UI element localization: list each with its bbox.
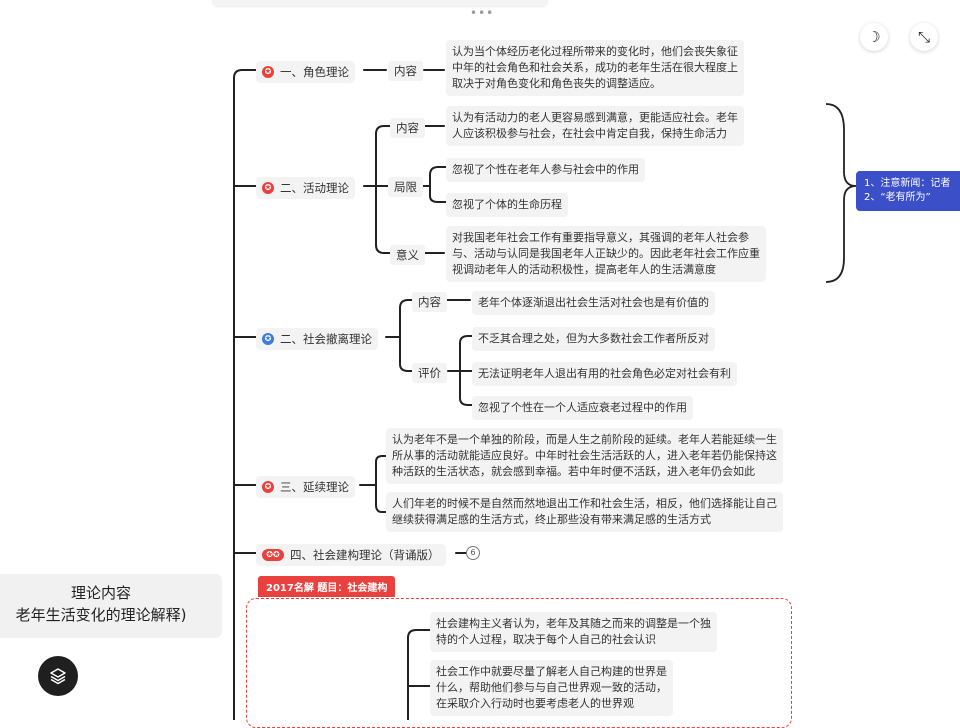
text-line: 对我国老年社会工作有重要指导意义，其强调的老年人社会参 <box>452 231 749 244</box>
label-limitation[interactable]: 局限 <box>388 177 423 197</box>
construction-text-1[interactable]: 社会建构主义者认为，老年及其随之而来的调整是一个独 特的个人过程，取决于每个人自… <box>430 612 717 652</box>
branch-continuity-theory[interactable]: ✪ 三、延续理论 <box>256 476 355 498</box>
branch-social-construction-theory[interactable]: ✪✪ 四、社会建构理论（背诵版） <box>256 544 446 566</box>
summary-note[interactable]: 1、注意新闻：记者 2、“老有所为” <box>856 171 960 211</box>
text-line: 什么，帮助他们参与与自己世界观一致的活动， <box>436 681 667 694</box>
label-content[interactable]: 内容 <box>388 61 423 81</box>
layers-icon <box>50 668 66 685</box>
branch-title: 四、社会建构理论（背诵版） <box>290 548 440 562</box>
text-line: 人应该积极参与社会，在社会中肯定自我，保持生命活力 <box>452 127 727 140</box>
continuity-text-1[interactable]: 认为老年不是一个单独的阶段，而是人生之前阶段的延续。老年人若能延续一生 所从事的… <box>386 428 783 484</box>
star-icon: ✪ <box>262 481 274 493</box>
double-star-icon: ✪✪ <box>262 549 284 561</box>
text-line: 社会建构主义者认为，老年及其随之而来的调整是一个独 <box>436 617 711 630</box>
text-line: 社会工作中就要尽量了解老人自己构建的世界是 <box>436 665 667 678</box>
star-icon: ✪ <box>262 333 274 345</box>
root-topic[interactable]: 理论内容 老年生活变化的理论解释) <box>0 574 222 638</box>
limitation-item[interactable]: 忽视了个性在老年人参与社会中的作用 <box>446 158 645 182</box>
construction-text-2[interactable]: 社会工作中就要尽量了解老人自己构建的世界是 什么，帮助他们参与与自己世界观一致的… <box>430 660 673 716</box>
branch-title: 二、社会撤离理论 <box>280 332 372 346</box>
collapse-icon[interactable]: ⤡ <box>910 23 938 51</box>
text-line: 所从事的活动就能适应良好。中年时社会生活活跃的人，进入老年若仍能保持这 <box>392 449 777 462</box>
collapse-toggle[interactable]: 6 <box>466 546 480 560</box>
branch-role-theory[interactable]: ✪ 一、角色理论 <box>256 61 355 83</box>
text-line: 认为老年不是一个单独的阶段，而是人生之前阶段的延续。老年人若能延续一生 <box>392 433 777 446</box>
text-line: 与、活动与认同是我国老年人正缺少的。因此老年社会工作应重 <box>452 247 760 260</box>
evaluation-item[interactable]: 不乏其合理之处，但为大多数社会工作者所反对 <box>472 327 715 351</box>
star-icon: ✪ <box>262 182 274 194</box>
text-line: 继续获得满足感的生活方式，终止那些没有带来满足感的生活方式 <box>392 513 711 526</box>
text-line: 中年的社会角色和社会关系，成功的老年生活在很大程度上 <box>452 61 738 74</box>
disengagement-content[interactable]: 老年个体逐渐退出社会生活对社会也是有价值的 <box>472 291 715 315</box>
branch-title: 一、角色理论 <box>280 65 349 79</box>
text-line: 视调动老年人的活动积极性，提高老年人的生活满意度 <box>452 263 716 276</box>
evaluation-item[interactable]: 无法证明老年人退出有用的社会角色必定对社会有利 <box>472 362 737 386</box>
label-evaluation[interactable]: 评价 <box>412 363 447 383</box>
note-line: 1、注意新闻：记者 <box>864 178 951 189</box>
star-icon: ✪ <box>262 66 274 78</box>
text-line: 认为有活动力的老人更容易感到满意，更能适应社会。老年 <box>452 111 738 124</box>
text-line: 取决于对角色变化和角色丧失的调整适应。 <box>452 77 661 90</box>
branch-title: 三、延续理论 <box>280 480 349 494</box>
role-theory-text[interactable]: 认为当个体经历老化过程所带来的变化时，他们会丧失象征 中年的社会角色和社会关系，… <box>446 40 744 96</box>
evaluation-item[interactable]: 忽视了个性在一个人适应衰老过程中的作用 <box>472 396 693 420</box>
text-line: 在采取介入行动时也要考虑老人的世界观 <box>436 697 634 710</box>
branch-disengagement-theory[interactable]: ✪ 二、社会撤离理论 <box>256 328 378 350</box>
layers-button[interactable] <box>38 656 78 696</box>
activity-meaning-text[interactable]: 对我国老年社会工作有重要指导意义，其强调的老年人社会参 与、活动与认同是我国老年… <box>446 226 766 282</box>
label-content[interactable]: 内容 <box>390 118 425 138</box>
activity-content-text[interactable]: 认为有活动力的老人更容易感到满意，更能适应社会。老年 人应该积极参与社会，在社会… <box>446 106 744 146</box>
note-line: 2、“老有所为” <box>864 192 931 203</box>
text-line: 特的个人过程，取决于每个人自己的社会认识 <box>436 633 656 646</box>
text-line: 认为当个体经历老化过程所带来的变化时，他们会丧失象征 <box>452 45 738 58</box>
limitation-item[interactable]: 忽视了个体的生命历程 <box>446 193 568 217</box>
branch-title: 二、活动理论 <box>280 181 349 195</box>
text-line: 种活跃的生活状态，就会感到幸福。若中年时便不活跃，进入老年仍会如此 <box>392 465 755 478</box>
more-menu-icon[interactable]: ••• <box>470 6 495 20</box>
continuity-text-2[interactable]: 人们年老的时候不是自然而然地退出工作和社会生活，相反，他们选择能让自己 继续获得… <box>386 492 783 532</box>
root-title: 理论内容 <box>70 584 131 602</box>
top-panel-handle[interactable] <box>212 0 548 6</box>
label-content[interactable]: 内容 <box>412 292 447 312</box>
moon-icon[interactable]: ☽ <box>860 23 888 51</box>
root-subtitle: 老年生活变化的理论解释) <box>15 606 187 624</box>
branch-activity-theory[interactable]: ✪ 二、活动理论 <box>256 177 355 199</box>
exam-tag: 2017名解 题目：社会建构 <box>258 576 396 597</box>
text-line: 人们年老的时候不是自然而然地退出工作和社会生活，相反，他们选择能让自己 <box>392 497 777 510</box>
label-meaning[interactable]: 意义 <box>390 245 425 265</box>
